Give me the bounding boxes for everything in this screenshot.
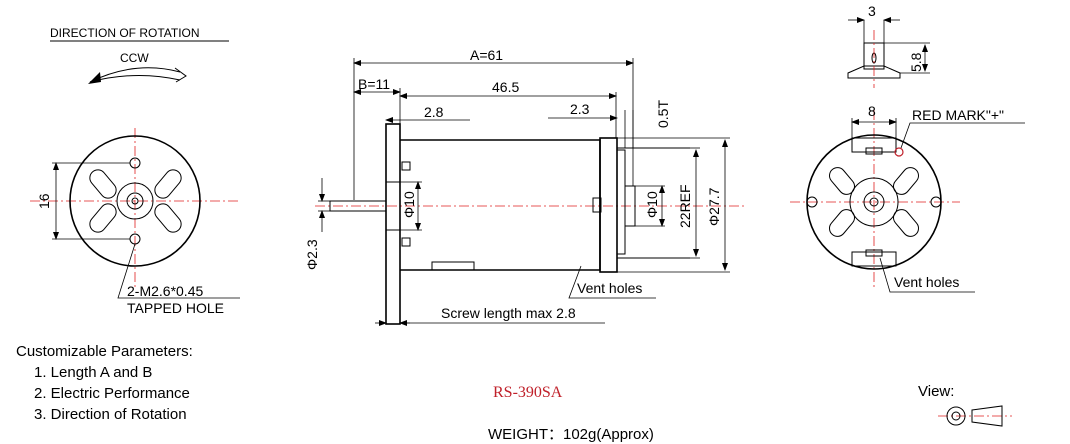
dim-terminal-height: 5.8 [908, 52, 924, 72]
rear-vent-holes-label: Vent holes [894, 274, 959, 290]
side-view: A=61 B=11 46.5 2.8 2.3 0.5T Φ10 Φ10 22RE… [304, 47, 745, 326]
front-view: 16 2-M2.6*0.45 TAPPED HOLE [30, 128, 240, 316]
red-mark-icon [894, 147, 904, 157]
dim-length-a: A=61 [470, 47, 503, 63]
view-label: View: [918, 383, 955, 400]
dim-body-length: 46.5 [492, 79, 519, 95]
rear-view: 3 5.8 8 RED MARK"+" Vent holes [790, 3, 1025, 293]
rotation-title: DIRECTION OF ROTATION [50, 26, 200, 40]
dim-terminal-span: 22REF [677, 184, 693, 228]
dim-body-diameter: Φ27.7 [706, 187, 722, 226]
dim-terminal-pitch: 8 [868, 103, 876, 119]
dim-length-b: B=11 [358, 76, 390, 92]
notes-item: 3. Direction of Rotation [34, 406, 187, 423]
rotation-direction-label: CCW [120, 51, 149, 65]
rotation-arrow-icon [89, 67, 181, 83]
tapped-hole-note-line2: TAPPED HOLE [127, 300, 224, 316]
weight-label: WEIGHT：102g(Approx) [488, 426, 654, 443]
tapped-hole-note-line1: 2-M2.6*0.45 [127, 283, 203, 299]
notes-item: 1. Length A and B [34, 364, 153, 381]
side-vent-holes-label: Vent holes [577, 280, 642, 296]
dim-terminal-thickness: 0.5T [655, 100, 671, 128]
dim-rear-boss-diameter: Φ10 [644, 191, 660, 218]
projection-symbol-icon [938, 405, 1012, 427]
notes-heading: Customizable Parameters: [16, 343, 193, 360]
model-number: RS-390SA [493, 384, 563, 401]
red-mark-label: RED MARK"+" [912, 107, 1004, 123]
dim-endcap-step: 2.3 [570, 101, 590, 117]
notes-item: 2. Electric Performance [34, 385, 190, 402]
arrow-head-icon [88, 72, 101, 84]
screw-length-label: Screw length max 2.8 [441, 305, 576, 321]
dim-boss-diameter: Φ10 [401, 191, 417, 218]
dim-flange-thickness: 2.8 [424, 104, 444, 120]
dim-terminal-width: 3 [868, 3, 876, 19]
dim-hole-spacing: 16 [36, 193, 52, 209]
customizable-parameters: Customizable Parameters: 1. Length A and… [16, 341, 193, 425]
rotation-indicator: DIRECTION OF ROTATION CCW [50, 26, 229, 84]
dim-shaft-diameter: Φ2.3 [304, 239, 320, 270]
